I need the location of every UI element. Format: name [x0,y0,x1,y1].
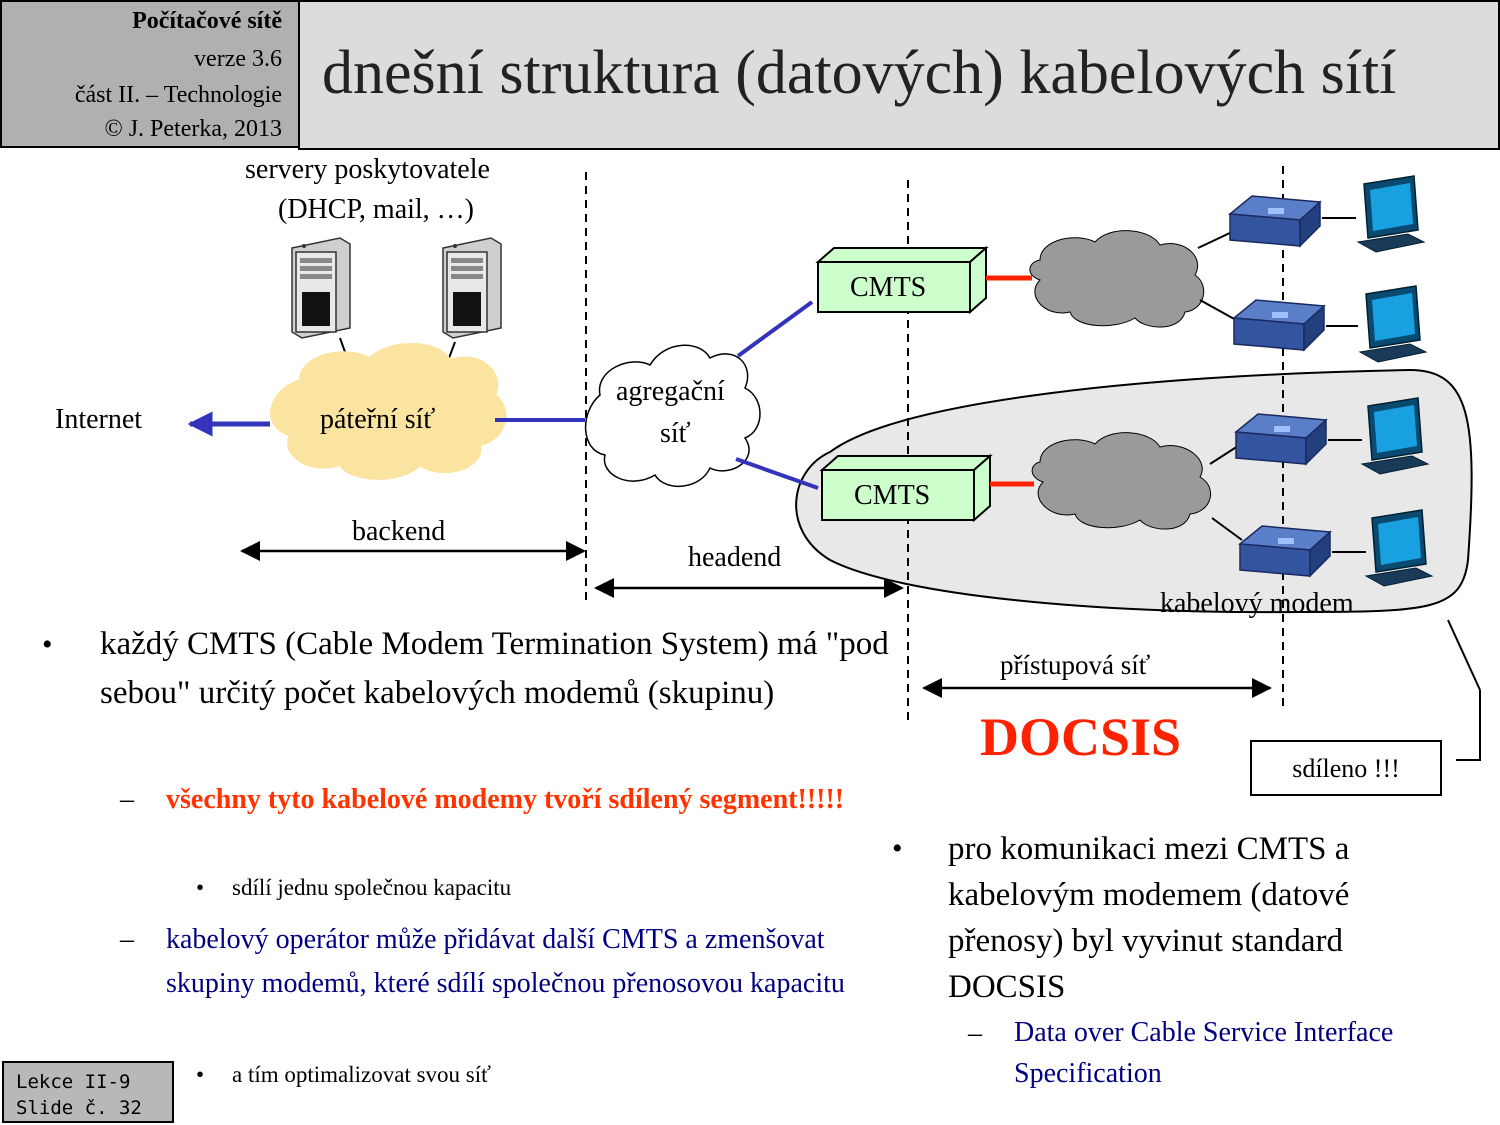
docsis-bullet: pro komunikaci mezi CMTS a kabelovým mod… [948,831,1350,1005]
cable-modem-icon [1232,299,1326,352]
author-label: © J. Peterka, 2013 [104,116,282,142]
shared-capacity-note: sdílí jednu společnou kapacitu [232,875,512,900]
backbone-label: páteřní síť [320,404,436,435]
backbone-cloud [270,342,507,480]
servers-label-detail: (DHCP, mail, …) [278,194,474,225]
bullet-marker: • [892,832,903,865]
computer-icon [1360,397,1430,475]
hfc-cloud [1029,230,1205,328]
server-icon [291,237,351,339]
cmts-box [815,245,989,315]
servers-label: servery poskytovatele [245,154,490,185]
slide-title: dnešní struktura (datových) kabelových s… [322,39,1397,107]
cmts-label: CMTS [850,272,927,303]
cable-modem-icon [1228,195,1322,248]
dash-marker: – [968,1018,982,1049]
computer-icon [1364,509,1434,587]
shared-segment-note: všechny tyto kabelové modemy tvoří sdíle… [166,784,845,815]
docsis-expansion: Data over Cable Service Interface Specif… [1014,1017,1394,1089]
shared-callout: sdíleno !!! [1250,740,1442,796]
slide-number-box: Lekce II-9 Slide č. 32 [2,1061,174,1123]
access-network-label: přístupová síť [1000,650,1151,680]
dash-marker: – [120,784,134,815]
operator-note: kabelový operátor může přidávat další CM… [166,924,845,999]
cable-modem-icon [1238,525,1332,578]
version-label: verze 3.6 [194,46,282,72]
computer-icon [1358,285,1428,363]
cable-modem-label: kabelový modem [1160,588,1354,619]
backend-label: backend [352,516,446,547]
shared-callout-line [1447,619,1481,691]
cable-modem-icon [1234,413,1328,466]
aggregation-label: agregační [616,376,725,407]
part-label: část II. – Technologie [74,82,282,108]
server-icon [442,237,502,339]
bullet-marker: • [42,628,53,661]
hfc-cloud [1031,432,1211,530]
cmts-box [819,453,993,523]
aggregation-label-2: síť [660,418,691,449]
cmts-bullet: každý CMTS (Cable Modem Termination Syst… [100,626,889,711]
title-box: dnešní struktura (datových) kabelových s… [298,0,1500,150]
header-info-box: Počítačové sítě verze 3.6 část II. – Tec… [0,0,300,148]
docsis-label: DOCSIS [980,707,1182,767]
course-name: Počítačové sítě [132,8,282,34]
internet-label: Internet [55,404,143,435]
shared-callout-bracket [1456,690,1481,761]
aggregation-cloud [584,344,761,488]
computer-icon [1356,175,1426,253]
dash-marker: – [120,924,134,955]
bullet-marker: • [196,1062,205,1087]
bullet-marker: • [196,875,205,900]
slide-label: Slide č. 32 [16,1097,142,1119]
headend-label: headend [688,542,782,573]
aggregation-cmts1-link [736,300,814,358]
cmts-label: CMTS [854,480,931,511]
lesson-label: Lekce II-9 [16,1071,131,1093]
optimize-note: a tím optimalizovat svou síť [232,1062,491,1087]
aggregation-cmts2-link [735,457,819,490]
